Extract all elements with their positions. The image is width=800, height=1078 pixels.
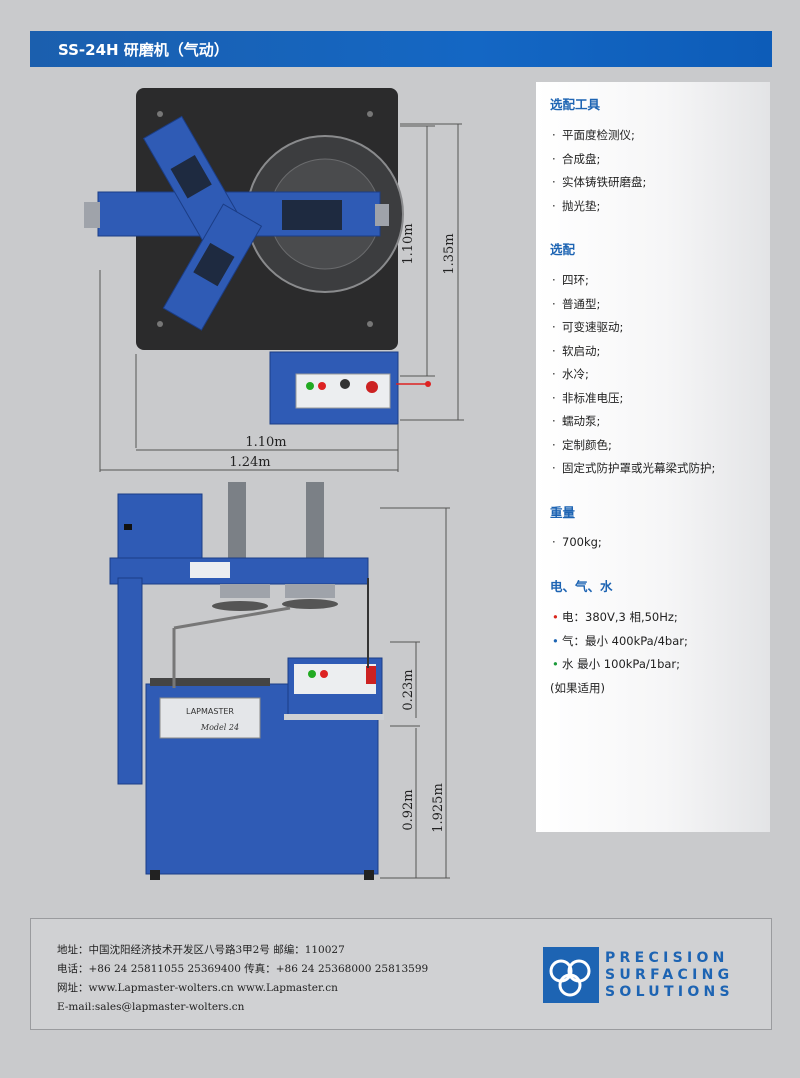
section-title-weight: 重量 bbox=[550, 504, 576, 520]
list-item: ·可变速驱动; bbox=[552, 320, 624, 334]
section-title-tools: 选配工具 bbox=[550, 97, 601, 112]
machine-model-label: Model 24 bbox=[200, 723, 239, 732]
list-item: ·非标准电压; bbox=[552, 390, 624, 405]
list-item: ·水冷; bbox=[552, 367, 589, 381]
tools-list: ·平面度检测仪; ·合成盘; ·实体铸铁研磨盘; ·抛光垫; bbox=[550, 127, 770, 221]
dim-total-height: 1.925m bbox=[431, 783, 446, 833]
dim-outer-width: 1.24m bbox=[229, 455, 270, 470]
utilities-note: (如果适用) bbox=[550, 680, 605, 695]
dim-table-offset: 0.23m bbox=[401, 669, 416, 710]
utilities-list: •电：380V,3 相,50Hz; •气：最小 400kPa/4bar; •水 … bbox=[550, 609, 770, 680]
machine-brand-label: LAPMASTER bbox=[186, 707, 234, 716]
contact-info: 地址：中国沈阳经济技术开发区八号路3甲2号 邮编：110027 电话：+86 2… bbox=[57, 941, 428, 1017]
address-line: 地址：中国沈阳经济技术开发区八号路3甲2号 邮编：110027 bbox=[57, 944, 345, 956]
weight-list: ·700kg; bbox=[550, 535, 770, 559]
list-item: ·普通型; bbox=[552, 296, 601, 311]
list-item: ·实体铸铁研磨盘; bbox=[552, 175, 647, 189]
precision-circles-logo-icon bbox=[543, 947, 599, 1003]
spec-panel: 选配工具 ·平面度检测仪; ·合成盘; ·实体铸铁研磨盘; ·抛光垫; 选配 ·… bbox=[536, 82, 770, 832]
front-view-drawing: LAPMASTER Model 24 0.23m 0.92m 1.925m bbox=[90, 478, 470, 888]
list-item: ·平面度检测仪; bbox=[552, 128, 635, 142]
list-item: •水 最小 100kPa/1bar; bbox=[552, 657, 681, 671]
top-view-drawing: 1.10m 1.35m 1.10m 1.24m bbox=[70, 84, 470, 484]
brand-text: PRECISION SURFACING SOLUTIONS bbox=[605, 950, 734, 1000]
list-item: ·定制颜色; bbox=[552, 437, 612, 452]
dim-table-height: 0.92m bbox=[401, 789, 416, 830]
list-item: ·合成盘; bbox=[552, 151, 601, 166]
section-title-options: 选配 bbox=[550, 242, 576, 257]
bridge bbox=[109, 557, 369, 585]
list-item: •电：380V,3 相,50Hz; bbox=[552, 610, 678, 624]
dim-inner-width: 1.10m bbox=[245, 435, 286, 450]
page-title: SS-24H 研磨机（气动） bbox=[30, 31, 772, 67]
footer: 地址：中国沈阳经济技术开发区八号路3甲2号 邮编：110027 电话：+86 2… bbox=[30, 918, 772, 1030]
email-line[interactable]: E-mail:sales@lapmaster-wolters.cn bbox=[57, 1001, 245, 1013]
list-item: ·固定式防护罩或光幕梁式防护; bbox=[552, 461, 716, 475]
electrical-cabinet bbox=[117, 493, 203, 559]
list-item: ·蠕动泵; bbox=[552, 414, 601, 428]
list-item: •气：最小 400kPa/4bar; bbox=[552, 633, 688, 648]
list-item: ·700kg; bbox=[552, 534, 602, 549]
section-title-utilities: 电、气、水 bbox=[550, 579, 613, 594]
list-item: ·四环; bbox=[552, 273, 589, 287]
brand-block: PRECISION SURFACING SOLUTIONS bbox=[543, 947, 753, 1003]
dim-outer-height: 1.35m bbox=[442, 233, 457, 274]
phone-line: 电话：+86 24 25811055 25369400 传真：+86 24 25… bbox=[57, 963, 429, 975]
web-line[interactable]: 网址：www.Lapmaster-wolters.cn www.Lapmaste… bbox=[57, 982, 338, 994]
options-list: ·四环; ·普通型; ·可变速驱动; ·软启动; ·水冷; ·非标准电压; ·蠕… bbox=[550, 272, 770, 484]
dim-inner-height: 1.10m bbox=[401, 223, 416, 264]
list-item: ·抛光垫; bbox=[552, 198, 601, 213]
list-item: ·软启动; bbox=[552, 343, 601, 358]
